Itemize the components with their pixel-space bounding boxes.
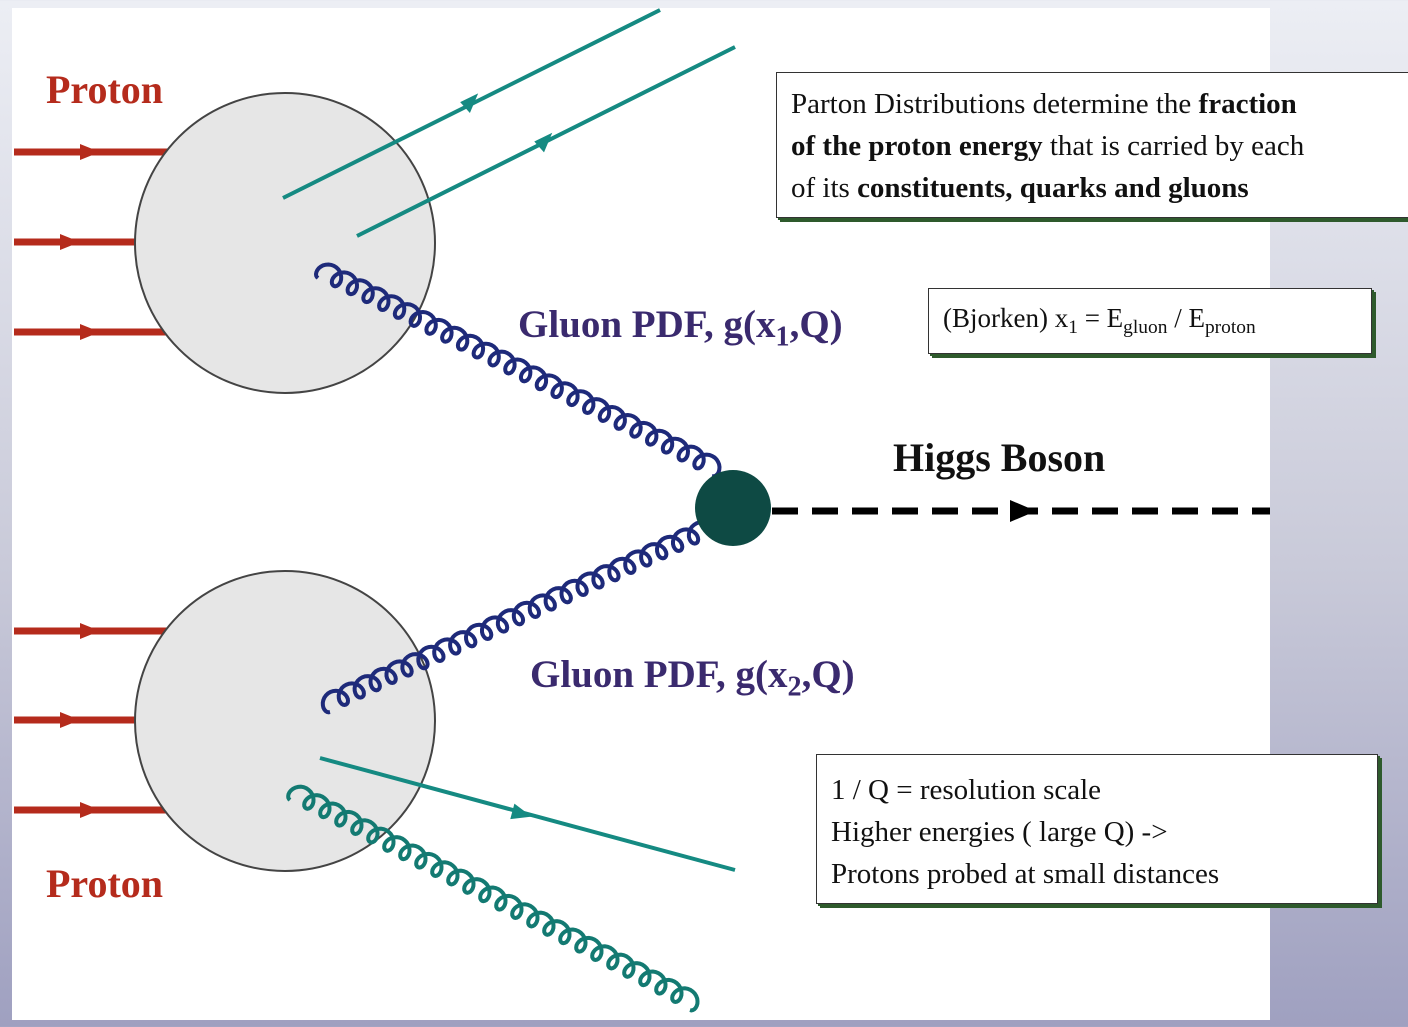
- resolution-line3: Protons probed at small distances: [831, 858, 1220, 890]
- bjorken-gluon-sub: gluon: [1123, 316, 1168, 338]
- gluon-pdf-1-prefix: Gluon PDF, g(x: [518, 303, 776, 346]
- gluon-pdf-2-subscript: 2: [787, 671, 802, 703]
- proton-bottom-label: Proton: [46, 861, 164, 906]
- resolution-scale-note: 1 / Q = resolution scale Higher energies…: [816, 754, 1378, 904]
- note-line2-bold: of the proton energy: [791, 130, 1043, 162]
- arrowhead-icon: [60, 712, 80, 728]
- resolution-line2: Higher energies ( large Q) ->: [831, 816, 1168, 848]
- gluon-pdf-2-prefix: Gluon PDF, g(x: [530, 653, 788, 696]
- arrowhead-icon: [80, 324, 100, 340]
- arrowhead-icon: [80, 802, 100, 818]
- gluon-line-top: [313, 262, 722, 479]
- note-line1-text: Parton Distributions determine the: [791, 88, 1199, 120]
- interaction-vertex: [695, 470, 771, 546]
- bottom-proton-arrowheads: [60, 623, 100, 818]
- gluon-pdf-1-suffix: ,Q): [789, 303, 843, 346]
- parton-distribution-note: Parton Distributions determine the fract…: [776, 72, 1408, 218]
- bjorken-slash: / E: [1167, 303, 1205, 333]
- bjorken-x-sub: 1: [1068, 316, 1078, 338]
- bjorken-x-note: (Bjorken) x1 = Egluon / Eproton: [928, 288, 1372, 354]
- arrowhead-icon: [80, 144, 100, 160]
- arrowhead-icon: [460, 93, 479, 113]
- gluon-pdf-2-suffix: ,Q): [801, 653, 855, 696]
- proton-top-label: Proton: [46, 67, 164, 112]
- gluon-pdf-1-label: Gluon PDF, g(x1,Q): [518, 302, 843, 353]
- gluon-line-outgoing: [286, 784, 700, 1013]
- arrowhead-icon: [60, 234, 80, 250]
- gluon-line-bottom: [320, 520, 717, 715]
- bjorken-prefix: (Bjorken) x: [943, 303, 1069, 333]
- arrowhead-icon: [510, 803, 532, 820]
- resolution-line1: 1 / Q = resolution scale: [831, 774, 1102, 806]
- top-proton-circle: [134, 92, 436, 394]
- outgoing-quark-arrowheads: [460, 93, 553, 820]
- note-line2-text: that is carried by each: [1042, 130, 1305, 162]
- note-line3-text: of its: [791, 172, 858, 204]
- note-line3-bold: constituents, quarks and gluons: [857, 172, 1249, 204]
- bjorken-proton-sub: proton: [1204, 316, 1256, 338]
- bottom-proton-circle: [134, 570, 436, 872]
- bjorken-equals: = E: [1077, 303, 1124, 333]
- gluon-pdf-1-subscript: 1: [775, 321, 790, 353]
- top-proton-arrowheads: [60, 144, 100, 340]
- arrowhead-icon: [534, 132, 553, 153]
- higgs-boson-label: Higgs Boson: [893, 435, 1106, 480]
- arrowhead-icon: [80, 623, 100, 639]
- gluon-pdf-2-label: Gluon PDF, g(x2,Q): [530, 652, 855, 703]
- higgs-arrowhead-icon: [1010, 500, 1036, 522]
- note-line1-bold: fraction: [1198, 88, 1297, 120]
